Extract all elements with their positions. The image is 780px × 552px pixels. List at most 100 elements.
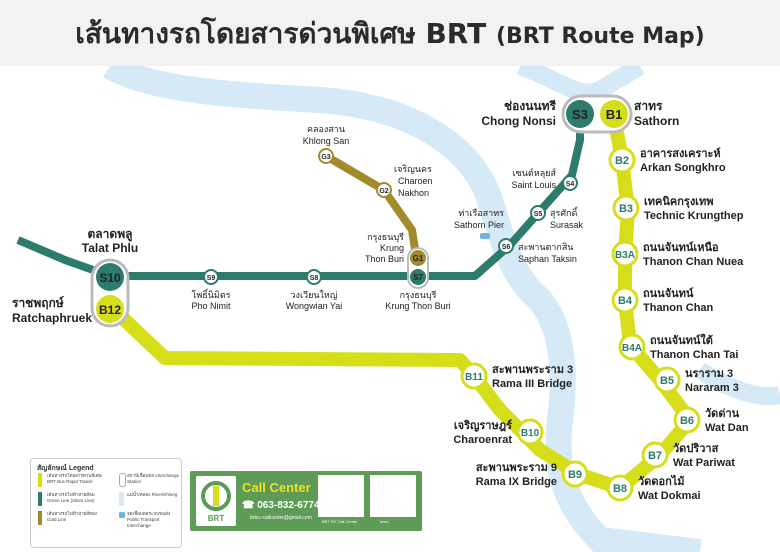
station-b10-code: B10: [521, 428, 540, 439]
station-g2-marker[interactable]: [376, 182, 392, 198]
station-b2-en: Arkan Songkhro: [640, 162, 726, 174]
station-g1-th: กรุงธนบุรี: [367, 232, 404, 243]
station-s8-code: S8: [310, 275, 319, 282]
station-s5-en: Surasak: [550, 220, 584, 230]
station-b9-marker[interactable]: [561, 460, 589, 488]
qr-code-2[interactable]: [370, 475, 416, 517]
river-khlong: [107, 66, 231, 101]
station-b11-marker[interactable]: [460, 362, 488, 390]
qr-code-1[interactable]: [318, 475, 364, 517]
river: [103, 66, 702, 552]
call-center-title: Call Center: [242, 480, 311, 495]
station-s6-marker[interactable]: [498, 238, 514, 254]
title-eng: (BRT Route Map): [495, 24, 705, 49]
station-b5-th: นราราม 3: [685, 368, 733, 380]
station-b7-code: B7: [648, 450, 662, 462]
station-b9-en: Rama IX Bridge: [476, 476, 557, 488]
station-s3-th: ช่องนนทรี: [504, 99, 557, 113]
station-b2-th: อาคารสงเคราะห์: [640, 147, 721, 160]
station-s6-code: S6: [502, 244, 511, 251]
qr-caption-2: brtcc: [380, 519, 389, 524]
station-b5-en: Nararam 3: [685, 382, 739, 394]
station-b11-th: สะพานพระราม 3: [492, 364, 573, 376]
station-b2-marker[interactable]: [608, 146, 636, 174]
station-g3-en: Khlong San: [303, 136, 350, 146]
station-b6-code: B6: [680, 415, 694, 427]
station-b10-marker[interactable]: [516, 418, 544, 446]
station-s9-marker[interactable]: [203, 269, 219, 285]
legend-title: สัญลักษณ์ Legend: [37, 465, 94, 472]
station-b6-en: Wat Dan: [705, 422, 749, 434]
station-b3a-marker[interactable]: [611, 240, 639, 268]
station-b3-en: Technic Krungthep: [644, 210, 744, 222]
station-b10-en: Charoenrat: [453, 434, 512, 446]
station-g1-en1: Krung: [380, 243, 404, 253]
call-center-card: BRT Call Center ☎ 063-832-6774 brtcc-cal…: [190, 471, 422, 531]
river-east2: [695, 362, 780, 406]
station-g3-th: คลองสาน: [307, 124, 345, 134]
station-b3a-en: Thanon Chan Nuea: [643, 256, 744, 268]
station-g3-marker[interactable]: [318, 148, 334, 164]
legend-item-river: แม่น้ำ/คลอง River/Khlong: [127, 492, 178, 497]
station-s5-marker[interactable]: [530, 205, 546, 221]
station-b12-marker[interactable]: [96, 295, 124, 323]
station-g1-en2: Thon Buri: [365, 254, 404, 264]
station-s4-marker[interactable]: [562, 175, 578, 191]
station-b4a-code: B4A: [622, 343, 642, 354]
station-b1-th: สาทร: [634, 99, 663, 113]
page-title: เส้นทางรถโดยสารด่วนพิเศษ BRT (BRT Route …: [0, 0, 780, 66]
silom-line: [16, 116, 584, 280]
pier-th: ท่าเรือสาทร: [458, 208, 504, 218]
station-b4a-en: Thanon Chan Tai: [650, 349, 738, 361]
station-b12-code: B12: [99, 303, 121, 317]
station-b4a-marker[interactable]: [618, 333, 646, 361]
station-s3-code: S3: [572, 107, 588, 122]
station-b6-th: วัดด่าน: [705, 407, 740, 420]
station-s9-code: S9: [207, 275, 216, 282]
station-s7-marker[interactable]: [410, 269, 426, 285]
station-b1-marker[interactable]: [600, 100, 628, 128]
legend-green-swatch: [38, 492, 42, 506]
station-b7-en: Wat Pariwat: [673, 457, 735, 469]
station-s7-code: S7: [413, 273, 423, 282]
station-g2-en2: Nakhon: [398, 188, 429, 198]
station-b3-marker[interactable]: [612, 194, 640, 222]
station-g2-th: เจริญนคร: [394, 164, 432, 174]
station-s10-marker[interactable]: [96, 263, 124, 291]
legend-interchange-swatch: [119, 473, 126, 487]
station-s10-th: ตลาดพลู: [88, 227, 133, 242]
station-s4-en: Saint Louis: [511, 180, 556, 190]
station-g2-en1: Charoen: [398, 176, 433, 186]
legend-item-green: เส้นทางรถไฟฟ้าสายสีลม Green Line (Silom …: [47, 492, 95, 503]
station-b4-code: B4: [618, 295, 633, 307]
station-b11-code: B11: [465, 372, 483, 383]
station-b6-marker[interactable]: [673, 406, 701, 434]
station-b3-code: B3: [619, 203, 633, 215]
station-b1-en: Sathorn: [634, 114, 679, 128]
station-s10-en: Talat Phlu: [82, 241, 138, 255]
station-b5-marker[interactable]: [653, 366, 681, 394]
station-s8-marker[interactable]: [306, 269, 322, 285]
station-b8-marker[interactable]: [606, 474, 634, 502]
station-g2-code: G2: [379, 188, 388, 195]
station-g1-marker[interactable]: [410, 250, 426, 266]
station-b4-marker[interactable]: [611, 286, 639, 314]
qr-caption-1: BRT EV Call Center: [322, 519, 358, 524]
station-s9-th: โพธิ์นิมิตร: [191, 288, 230, 300]
station-s3-marker[interactable]: [566, 100, 594, 128]
legend-river-swatch: [119, 492, 124, 506]
station-b5-code: B5: [660, 375, 674, 387]
station-s10-code: S10: [99, 271, 121, 285]
station-b4-en: Thanon Chan: [643, 302, 714, 314]
legend-public-swatch: [119, 512, 125, 518]
station-b9-code: B9: [568, 469, 582, 481]
legend-item-gold: เส้นทางรถไฟฟ้าสายสีทอง Gold Line: [47, 511, 97, 522]
station-b7-marker[interactable]: [641, 441, 669, 469]
station-s6-th: สะพานตากสิน: [518, 242, 573, 252]
station-g1-code: G1: [413, 254, 424, 263]
title-bar: [0, 0, 780, 66]
station-b3a-code: B3A: [615, 250, 635, 261]
call-center-email[interactable]: brtcc-callcenter@gmail.com: [250, 515, 312, 521]
station-s4-code: S4: [566, 181, 575, 188]
call-center-phone[interactable]: ☎ 063-832-6774: [242, 500, 320, 511]
